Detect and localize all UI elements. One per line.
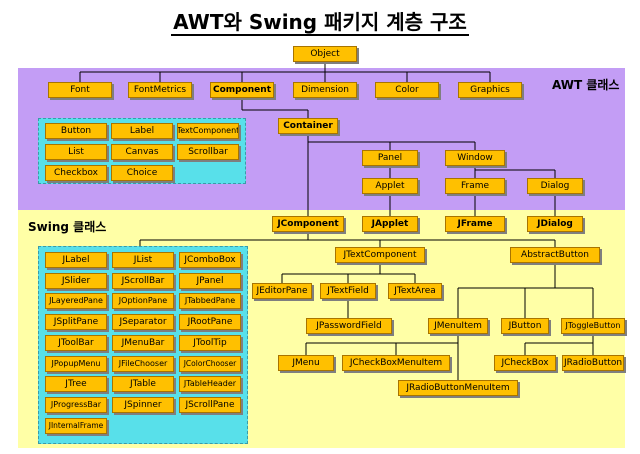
class-color: Color [375, 82, 439, 98]
class-window: Window [445, 150, 505, 166]
class-jtooltip: JToolTip [179, 335, 241, 351]
class-jradiobutton: JRadioButton [562, 355, 624, 371]
class-jlabel: JLabel [45, 252, 107, 268]
class-choice: Choice [111, 165, 173, 181]
class-jspinner: JSpinner [112, 397, 174, 413]
class-label: Label [111, 123, 173, 139]
class-jtextfield: JTextField [320, 283, 376, 299]
class-textcomponent: TextComponent [177, 123, 239, 139]
class-joptionpane: JOptionPane [112, 293, 174, 309]
class-font: Font [48, 82, 112, 98]
class-jcheckbox: JCheckBox [494, 355, 556, 371]
class-dialog: Dialog [527, 178, 583, 194]
class-jcolorchooser: JColorChooser [179, 356, 241, 372]
class-jmenuitem: JMenuItem [428, 318, 488, 334]
class-jtabbedpane: JTabbedPane [179, 293, 241, 309]
class-jcheckboxmenuitem: JCheckBoxMenuItem [342, 355, 450, 371]
class-applet: Applet [362, 178, 418, 194]
class-jcomponent: JComponent [272, 216, 344, 232]
class-fontmetrics: FontMetrics [128, 82, 192, 98]
class-jtree: JTree [45, 376, 107, 392]
class-jtextcomponent: JTextComponent [335, 247, 425, 263]
class-list: List [45, 144, 107, 160]
class-jfilechooser: JFileChooser [112, 356, 174, 372]
class-abstractbutton: AbstractButton [510, 247, 600, 263]
class-jeditorpane: JEditorPane [252, 283, 312, 299]
class-jprogressbar: JProgressBar [45, 397, 107, 413]
class-jtextarea: JTextArea [388, 283, 442, 299]
class-frame: Frame [445, 178, 505, 194]
class-container: Container [278, 118, 338, 134]
class-jcombobox: JComboBox [179, 252, 241, 268]
class-jpasswordfield: JPasswordField [306, 318, 392, 334]
class-jtogglebutton: JToggleButton [561, 318, 625, 334]
class-jlayeredpane: JLayeredPane [45, 293, 107, 309]
class-jdialog: JDialog [527, 216, 583, 232]
class-jseparator: JSeparator [112, 314, 174, 330]
class-button: Button [45, 123, 107, 139]
class-jsplitpane: JSplitPane [45, 314, 107, 330]
class-jslider: JSlider [45, 273, 107, 289]
class-jinternalframe: JInternalFrame [45, 418, 107, 434]
awt-region-label: AWT 클래스 [552, 78, 620, 92]
class-jpopupmenu: JPopupMenu [45, 356, 107, 372]
class-jpanel: JPanel [179, 273, 241, 289]
class-dimension: Dimension [293, 82, 357, 98]
class-jrootpane: JRootPane [179, 314, 241, 330]
diagram-title: AWT와 Swing 패키지 계층 구조 [171, 10, 469, 36]
class-component: Component [210, 82, 274, 98]
class-jmenu: JMenu [278, 355, 334, 371]
class-jbutton: JButton [501, 318, 549, 334]
class-canvas: Canvas [111, 144, 173, 160]
class-jscrollbar: JScrollBar [112, 273, 174, 289]
class-jtableheader: JTableHeader [179, 376, 241, 392]
class-jtoolbar: JToolBar [45, 335, 107, 351]
class-jtable: JTable [112, 376, 174, 392]
class-jframe: JFrame [445, 216, 505, 232]
class-checkbox: Checkbox [45, 165, 107, 181]
swing-region-label: Swing 클래스 [28, 220, 107, 234]
class-japplet: JApplet [362, 216, 418, 232]
class-jradiobuttonmenuitem: JRadioButtonMenuItem [398, 380, 518, 396]
class-jmenubar: JMenuBar [112, 335, 174, 351]
class-panel: Panel [362, 150, 418, 166]
class-jlist: JList [112, 252, 174, 268]
class-object: Object [293, 46, 357, 62]
class-graphics: Graphics [458, 82, 522, 98]
class-scrollbar: Scrollbar [177, 144, 239, 160]
class-jscrollpane: JScrollPane [179, 397, 241, 413]
